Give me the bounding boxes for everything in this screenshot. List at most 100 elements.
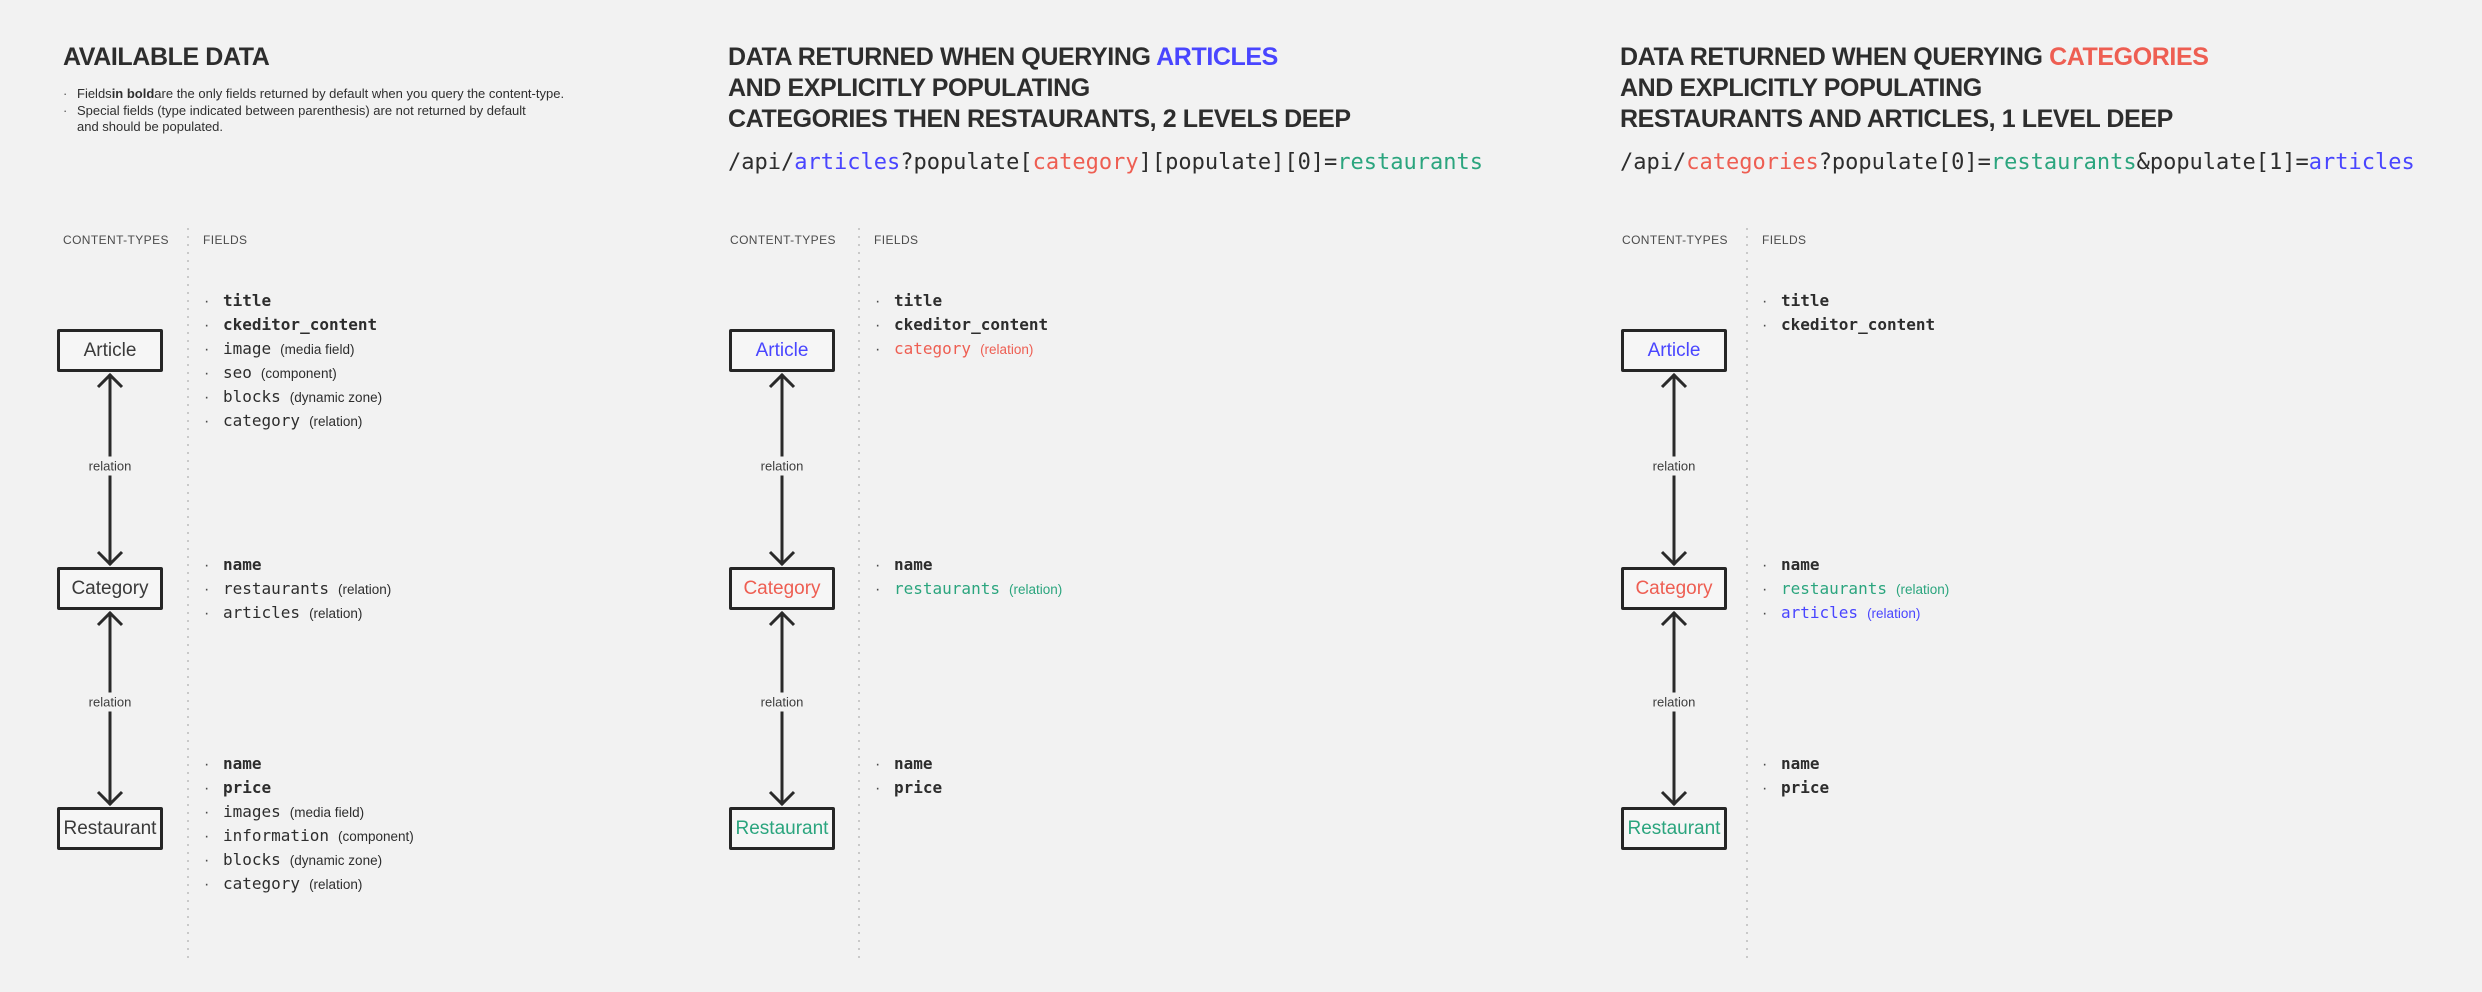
field-type: (relation) [1008, 582, 1063, 597]
field-bullet: · [875, 341, 881, 358]
box-label: Category [71, 577, 149, 599]
box-label: Restaurant [1627, 817, 1721, 839]
field-bullet: · [204, 756, 210, 773]
field-item: ·category(relation) [204, 874, 414, 898]
note-line: ·Fields in bold are the only fields retu… [63, 86, 564, 103]
field-bullet: · [204, 605, 210, 622]
arrowhead-up-icon [96, 372, 124, 389]
title-segment: AVAILABLE DATA [63, 43, 270, 71]
relation-label: relation [83, 456, 137, 476]
field-name: price [894, 778, 943, 797]
field-bullet: · [204, 341, 210, 358]
url-segment: restaurants [1990, 150, 2137, 175]
field-bullet: · [204, 828, 210, 845]
field-name: name [894, 555, 933, 574]
category-field-list: ·name·restaurants(relation)·articles(rel… [204, 555, 391, 627]
article-box: Article [57, 329, 163, 372]
box-label: Restaurant [735, 817, 829, 839]
arrowhead-up-icon [768, 610, 796, 627]
title-line: AND EXPLICITLY POPULATING [728, 73, 1351, 104]
url-segment: ?populate[0]= [1818, 150, 1991, 175]
column-divider [858, 228, 860, 960]
field-bullet: · [204, 804, 210, 821]
category-box: Category [1621, 567, 1727, 610]
field-item: ·name [875, 555, 1062, 579]
restaurant-box: Restaurant [1621, 807, 1727, 850]
fields-header: FIELDS [203, 233, 248, 247]
field-name: ckeditor_content [1781, 315, 1936, 334]
field-name: ckeditor_content [223, 315, 378, 334]
title-line: AND EXPLICITLY POPULATING [1620, 73, 2209, 104]
field-type: (relation) [337, 582, 392, 597]
note-line: and should be populated. [63, 119, 564, 136]
fields-header: FIELDS [1762, 233, 1807, 247]
box-label: Article [755, 339, 809, 361]
box-label: Category [1635, 577, 1713, 599]
restaurant-box: Restaurant [729, 807, 835, 850]
field-name: title [223, 291, 272, 310]
field-name: images [223, 802, 281, 821]
field-name: name [223, 555, 262, 574]
field-bullet: · [875, 756, 881, 773]
field-name: restaurants [894, 579, 1000, 598]
field-name: information [223, 826, 329, 845]
title-line: RESTAURANTS AND ARTICLES, 1 LEVEL DEEP [1620, 104, 2209, 135]
url-segment: category [1032, 150, 1139, 175]
title-segment: AND EXPLICITLY POPULATING [728, 74, 1090, 102]
relation-label: relation [1647, 692, 1701, 712]
field-name: name [894, 754, 933, 773]
title-segment: DATA RETURNED WHEN QUERYING [728, 43, 1157, 71]
field-item: ·price [204, 778, 414, 802]
field-type: (relation) [309, 877, 363, 892]
field-bullet: · [1762, 317, 1768, 334]
arrowhead-down-icon [768, 790, 796, 807]
arrowhead-down-icon [1660, 790, 1688, 807]
field-name: category [223, 874, 301, 893]
box-label: Article [1647, 339, 1701, 361]
field-name: restaurants [223, 579, 329, 598]
field-bullet: · [1762, 293, 1768, 310]
field-name: category [894, 339, 972, 358]
arrowhead-down-icon [768, 550, 796, 567]
title-segment: RESTAURANTS AND ARTICLES, 1 LEVEL DEEP [1620, 105, 2173, 133]
arrowhead-up-icon [96, 610, 124, 627]
field-item: ·restaurants(relation) [204, 579, 391, 603]
category-box: Category [729, 567, 835, 610]
arrowhead-up-icon [768, 372, 796, 389]
title-segment: CATEGORIES THEN RESTAURANTS, 2 LEVELS DE… [728, 105, 1351, 133]
field-bullet: · [875, 780, 881, 797]
api-url: /api/categories?populate[0]=restaurants&… [1620, 149, 2415, 177]
field-name: blocks [223, 850, 281, 869]
field-type: (relation) [1895, 582, 1950, 597]
arrowhead-down-icon [96, 550, 124, 567]
field-type: (component) [260, 366, 337, 381]
field-name: articles [223, 603, 301, 622]
field-type: (relation) [980, 342, 1034, 357]
field-item: · ckeditor_content [1762, 315, 1935, 339]
field-item: ·information(component) [204, 826, 414, 850]
arrowhead-down-icon [1660, 550, 1688, 567]
field-name: blocks [223, 387, 281, 406]
note-text: Fields [77, 86, 112, 101]
field-item: ·name [1762, 555, 1949, 579]
note-text: and should be populated. [77, 119, 224, 134]
note-bullet: · [63, 102, 68, 118]
field-bullet: · [204, 365, 210, 382]
relation-label: relation [1647, 456, 1701, 476]
content-types-header: CONTENT-TYPES [730, 233, 836, 247]
arrowhead-up-icon [1660, 610, 1688, 627]
field-item: ·name [1762, 754, 1829, 778]
title-segment: CATEGORIES [2049, 43, 2209, 71]
field-item: ·name [204, 754, 414, 778]
category-box: Category [57, 567, 163, 610]
field-name: price [223, 778, 272, 797]
restaurant-field-list: ·name·price [1762, 754, 1829, 802]
fields-header: FIELDS [874, 233, 919, 247]
article-box: Article [1621, 329, 1727, 372]
field-name: name [1781, 555, 1820, 574]
field-item: ·ckeditor_content [875, 315, 1048, 339]
field-item: ·articles(relation) [204, 603, 391, 627]
field-name: name [1781, 754, 1820, 773]
field-type: (relation) [309, 414, 363, 429]
